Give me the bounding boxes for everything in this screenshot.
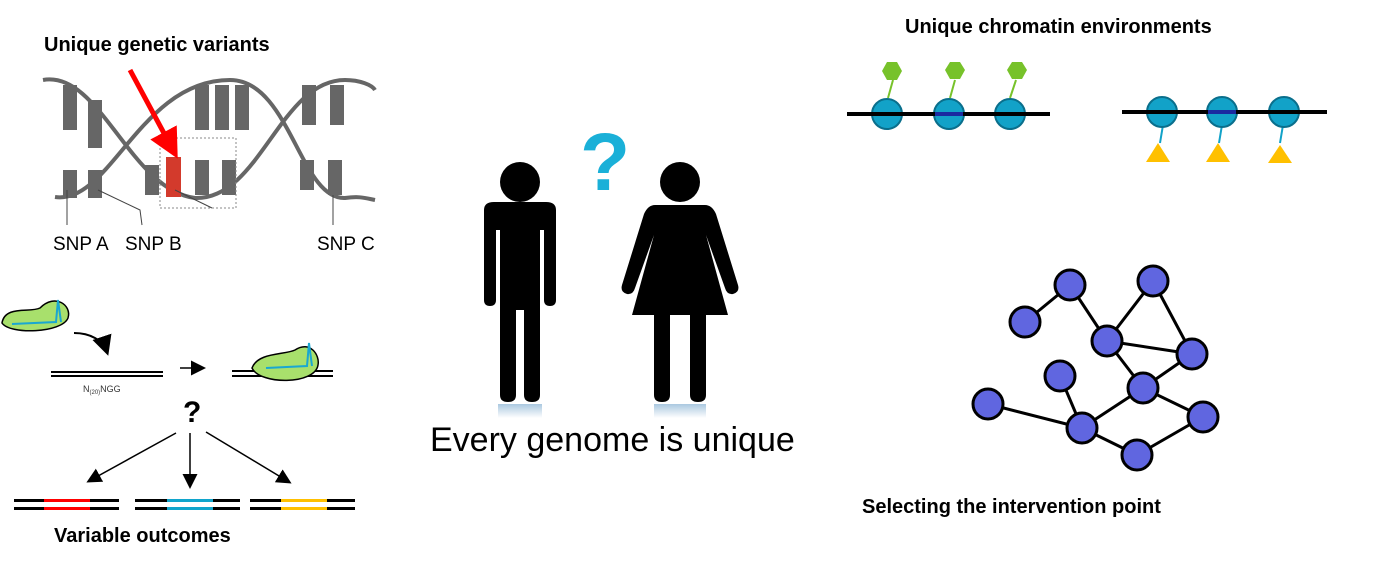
target-label: N: [83, 384, 90, 394]
red-arrow-icon: [127, 68, 178, 159]
variants-title: Unique genetic variants: [44, 34, 270, 56]
center-question-mark: ?: [580, 117, 630, 208]
people-panel: ? Every genome is unique: [430, 117, 795, 459]
network-node: [1008, 305, 1042, 339]
snp-highlight: [166, 157, 181, 197]
man-icon: [484, 162, 556, 402]
svg-text:N(20)NGG: N(20)NGG: [83, 384, 121, 396]
snp-b-label: SNP B: [125, 234, 182, 255]
network-node: [1090, 324, 1124, 358]
network-node: [1053, 268, 1087, 302]
methylated-chromatin: [1122, 96, 1327, 163]
network-node: [971, 387, 1005, 421]
genetic-variants-panel: Unique genetic variants SNP A SNP B SNP …: [42, 34, 377, 255]
snp-c-label: SNP C: [317, 234, 375, 255]
network-title: Selecting the intervention point: [862, 496, 1161, 518]
crispr-question-mark: ?: [183, 396, 201, 429]
network-node: [1065, 411, 1099, 445]
center-caption: Every genome is unique: [430, 421, 795, 459]
outcome-yellow: [250, 499, 355, 510]
outcome-red: [14, 499, 119, 510]
outcome-blue: [135, 499, 240, 510]
network-node: [1136, 264, 1170, 298]
outcomes-title: Variable outcomes: [54, 525, 231, 547]
chromatin-title: Unique chromatin environments: [905, 16, 1212, 38]
network-node: [1186, 400, 1220, 434]
dna-helix: [42, 77, 377, 209]
cas9-bound-icon: [251, 345, 319, 382]
acetylated-chromatin: [847, 62, 1050, 130]
network-node: [1175, 337, 1209, 371]
network-node: [1120, 438, 1154, 472]
crispr-panel: N(20)NGG ? Variable outcomes: [1, 299, 355, 547]
network-graph: [971, 264, 1220, 472]
network-node: [1126, 371, 1160, 405]
snp-a-label: SNP A: [53, 234, 109, 255]
network-node: [1043, 359, 1077, 393]
chromatin-panel: Unique chromatin environments: [847, 16, 1327, 163]
woman-icon: [621, 162, 739, 402]
network-panel: Selecting the intervention point: [862, 264, 1220, 518]
